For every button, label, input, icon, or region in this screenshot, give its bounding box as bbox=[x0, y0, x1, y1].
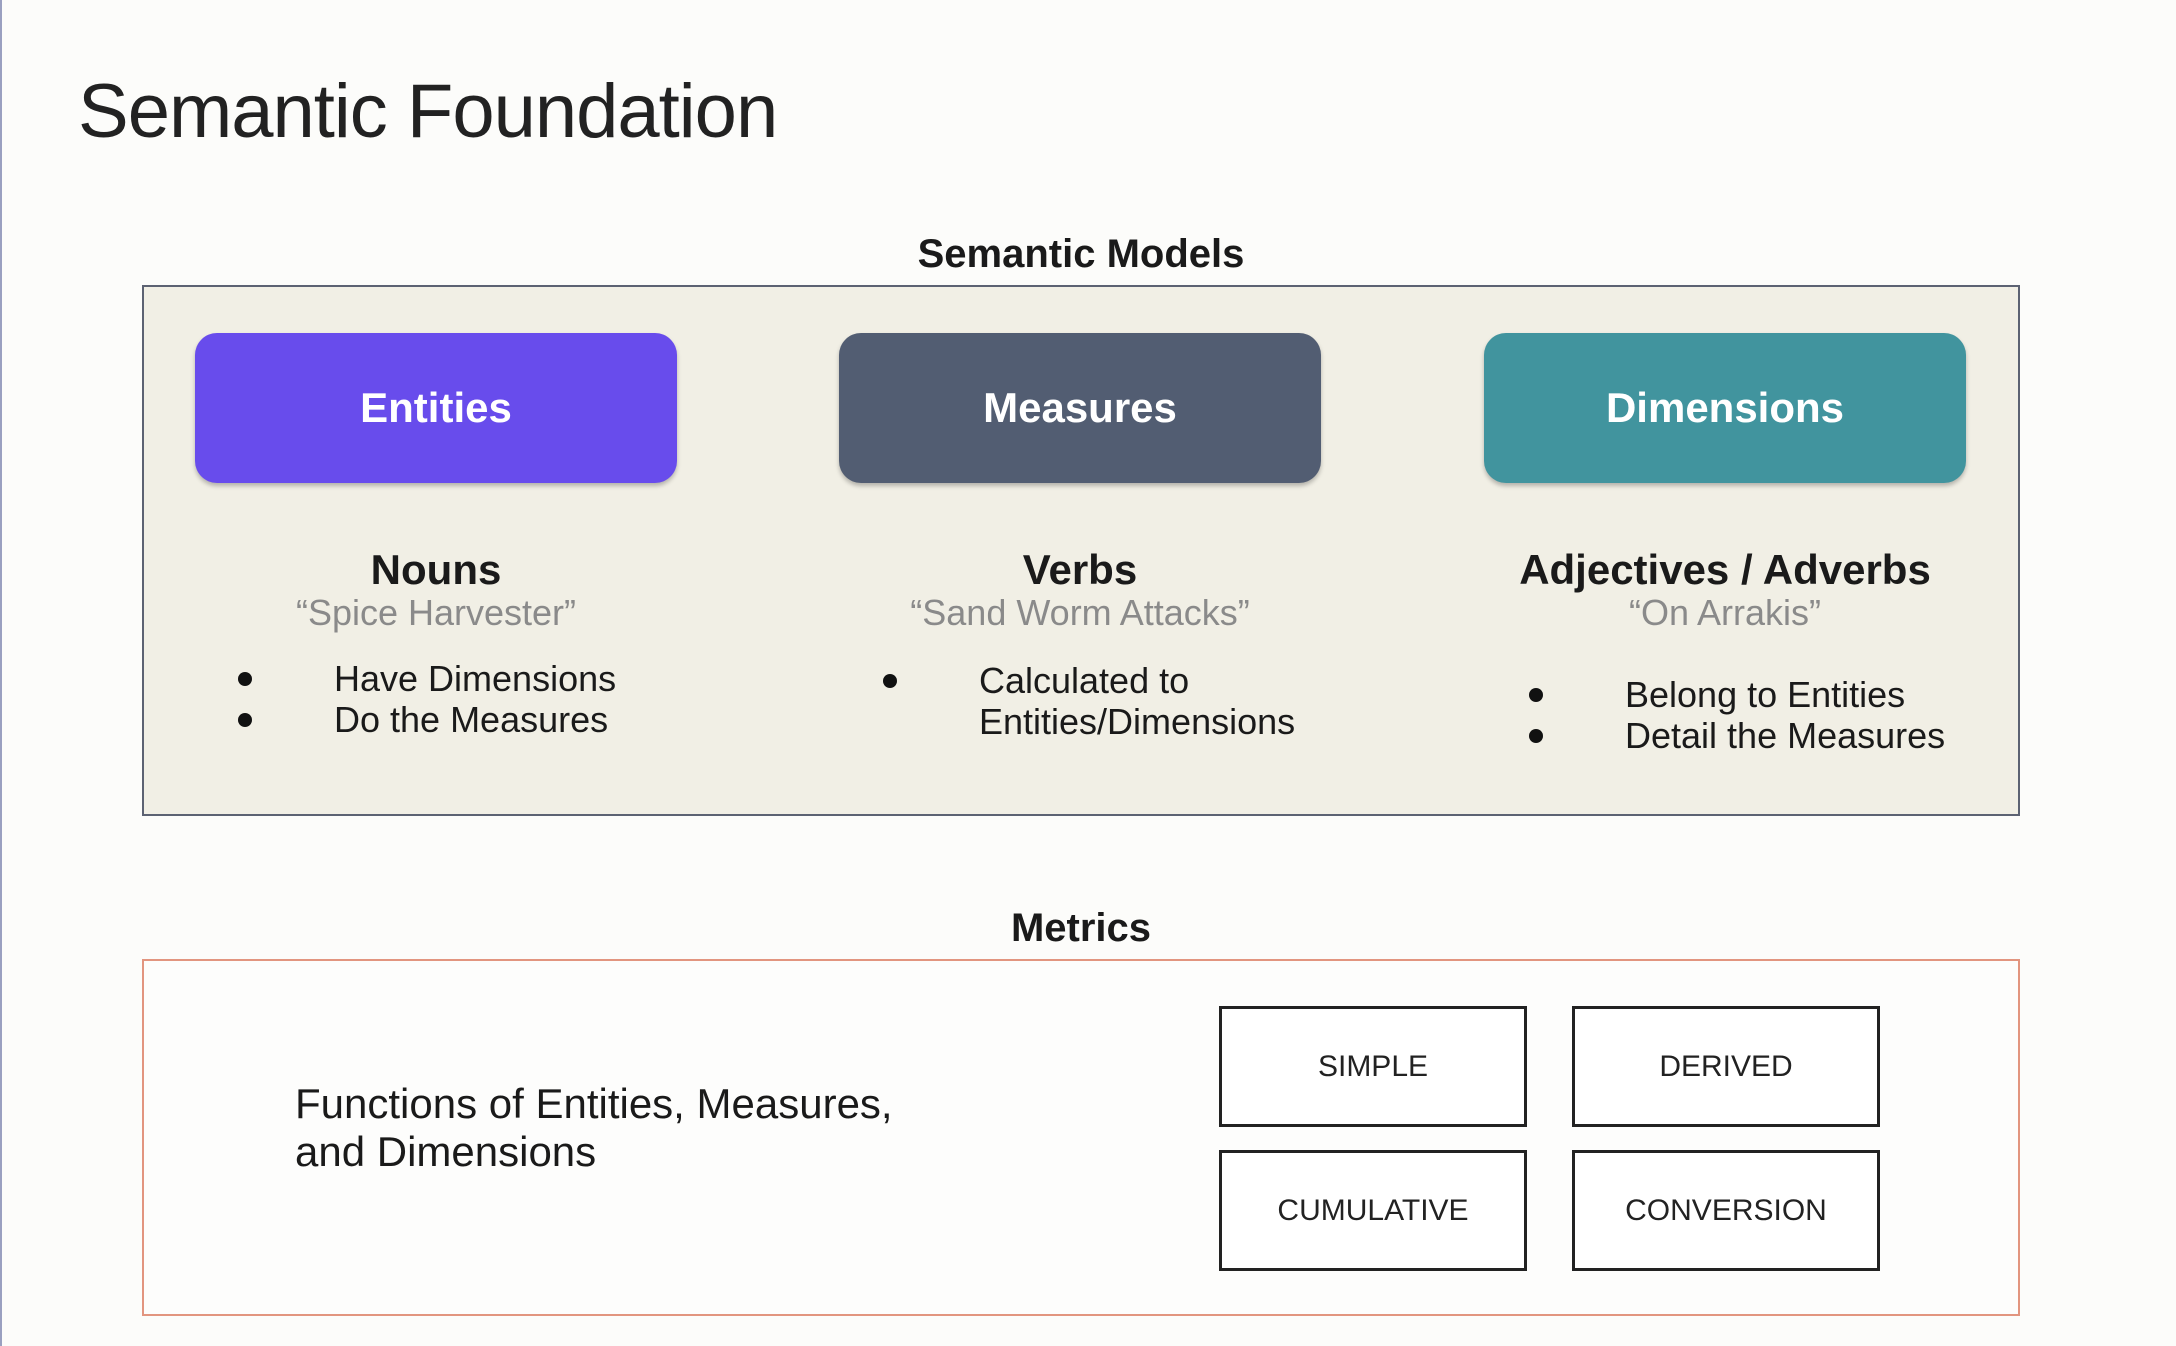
nouns-heading: Nouns bbox=[370, 546, 502, 593]
semantic-models-label: Semantic Models bbox=[917, 232, 1245, 276]
metric-type-conversion: CONVERSION bbox=[1572, 1150, 1880, 1271]
measures-pill: Measures bbox=[839, 333, 1321, 483]
adjectives-example: “On Arrakis” bbox=[1628, 592, 1822, 633]
dimensions-bullets: Belong to Entities Detail the Measures bbox=[1529, 674, 1945, 756]
nouns-example: “Spice Harvester” bbox=[295, 592, 577, 633]
verbs-example: “Sand Worm Attacks” bbox=[910, 592, 1250, 633]
list-item: Calculated to bbox=[883, 660, 1295, 701]
entities-bullets: Have Dimensions Do the Measures bbox=[238, 658, 616, 740]
metric-type-cumulative: CUMULATIVE bbox=[1219, 1150, 1527, 1271]
page-title: Semantic Foundation bbox=[78, 69, 778, 154]
list-item: Entities/Dimensions bbox=[979, 701, 1296, 742]
list-item: Have Dimensions bbox=[238, 658, 616, 699]
list-item: Belong to Entities bbox=[1529, 674, 1945, 715]
entities-pill: Entities bbox=[195, 333, 677, 483]
dimensions-pill: Dimensions bbox=[1484, 333, 1966, 483]
metrics-description-line: and Dimensions bbox=[295, 1128, 597, 1175]
measures-bullets: Calculated to Entities/Dimensions bbox=[883, 660, 1295, 742]
metric-type-derived: DERIVED bbox=[1572, 1006, 1880, 1127]
verbs-heading: Verbs bbox=[1022, 546, 1138, 593]
adjectives-heading: Adjectives / Adverbs bbox=[1519, 546, 1931, 593]
list-item: Do the Measures bbox=[238, 699, 616, 740]
metrics-label: Metrics bbox=[1010, 906, 1152, 950]
metrics-description-line: Functions of Entities, Measures, bbox=[295, 1080, 893, 1127]
list-item: Detail the Measures bbox=[1529, 715, 1945, 756]
metrics-description: Functions of Entities, Measures, and Dim… bbox=[295, 1080, 893, 1176]
metric-type-simple: SIMPLE bbox=[1219, 1006, 1527, 1127]
